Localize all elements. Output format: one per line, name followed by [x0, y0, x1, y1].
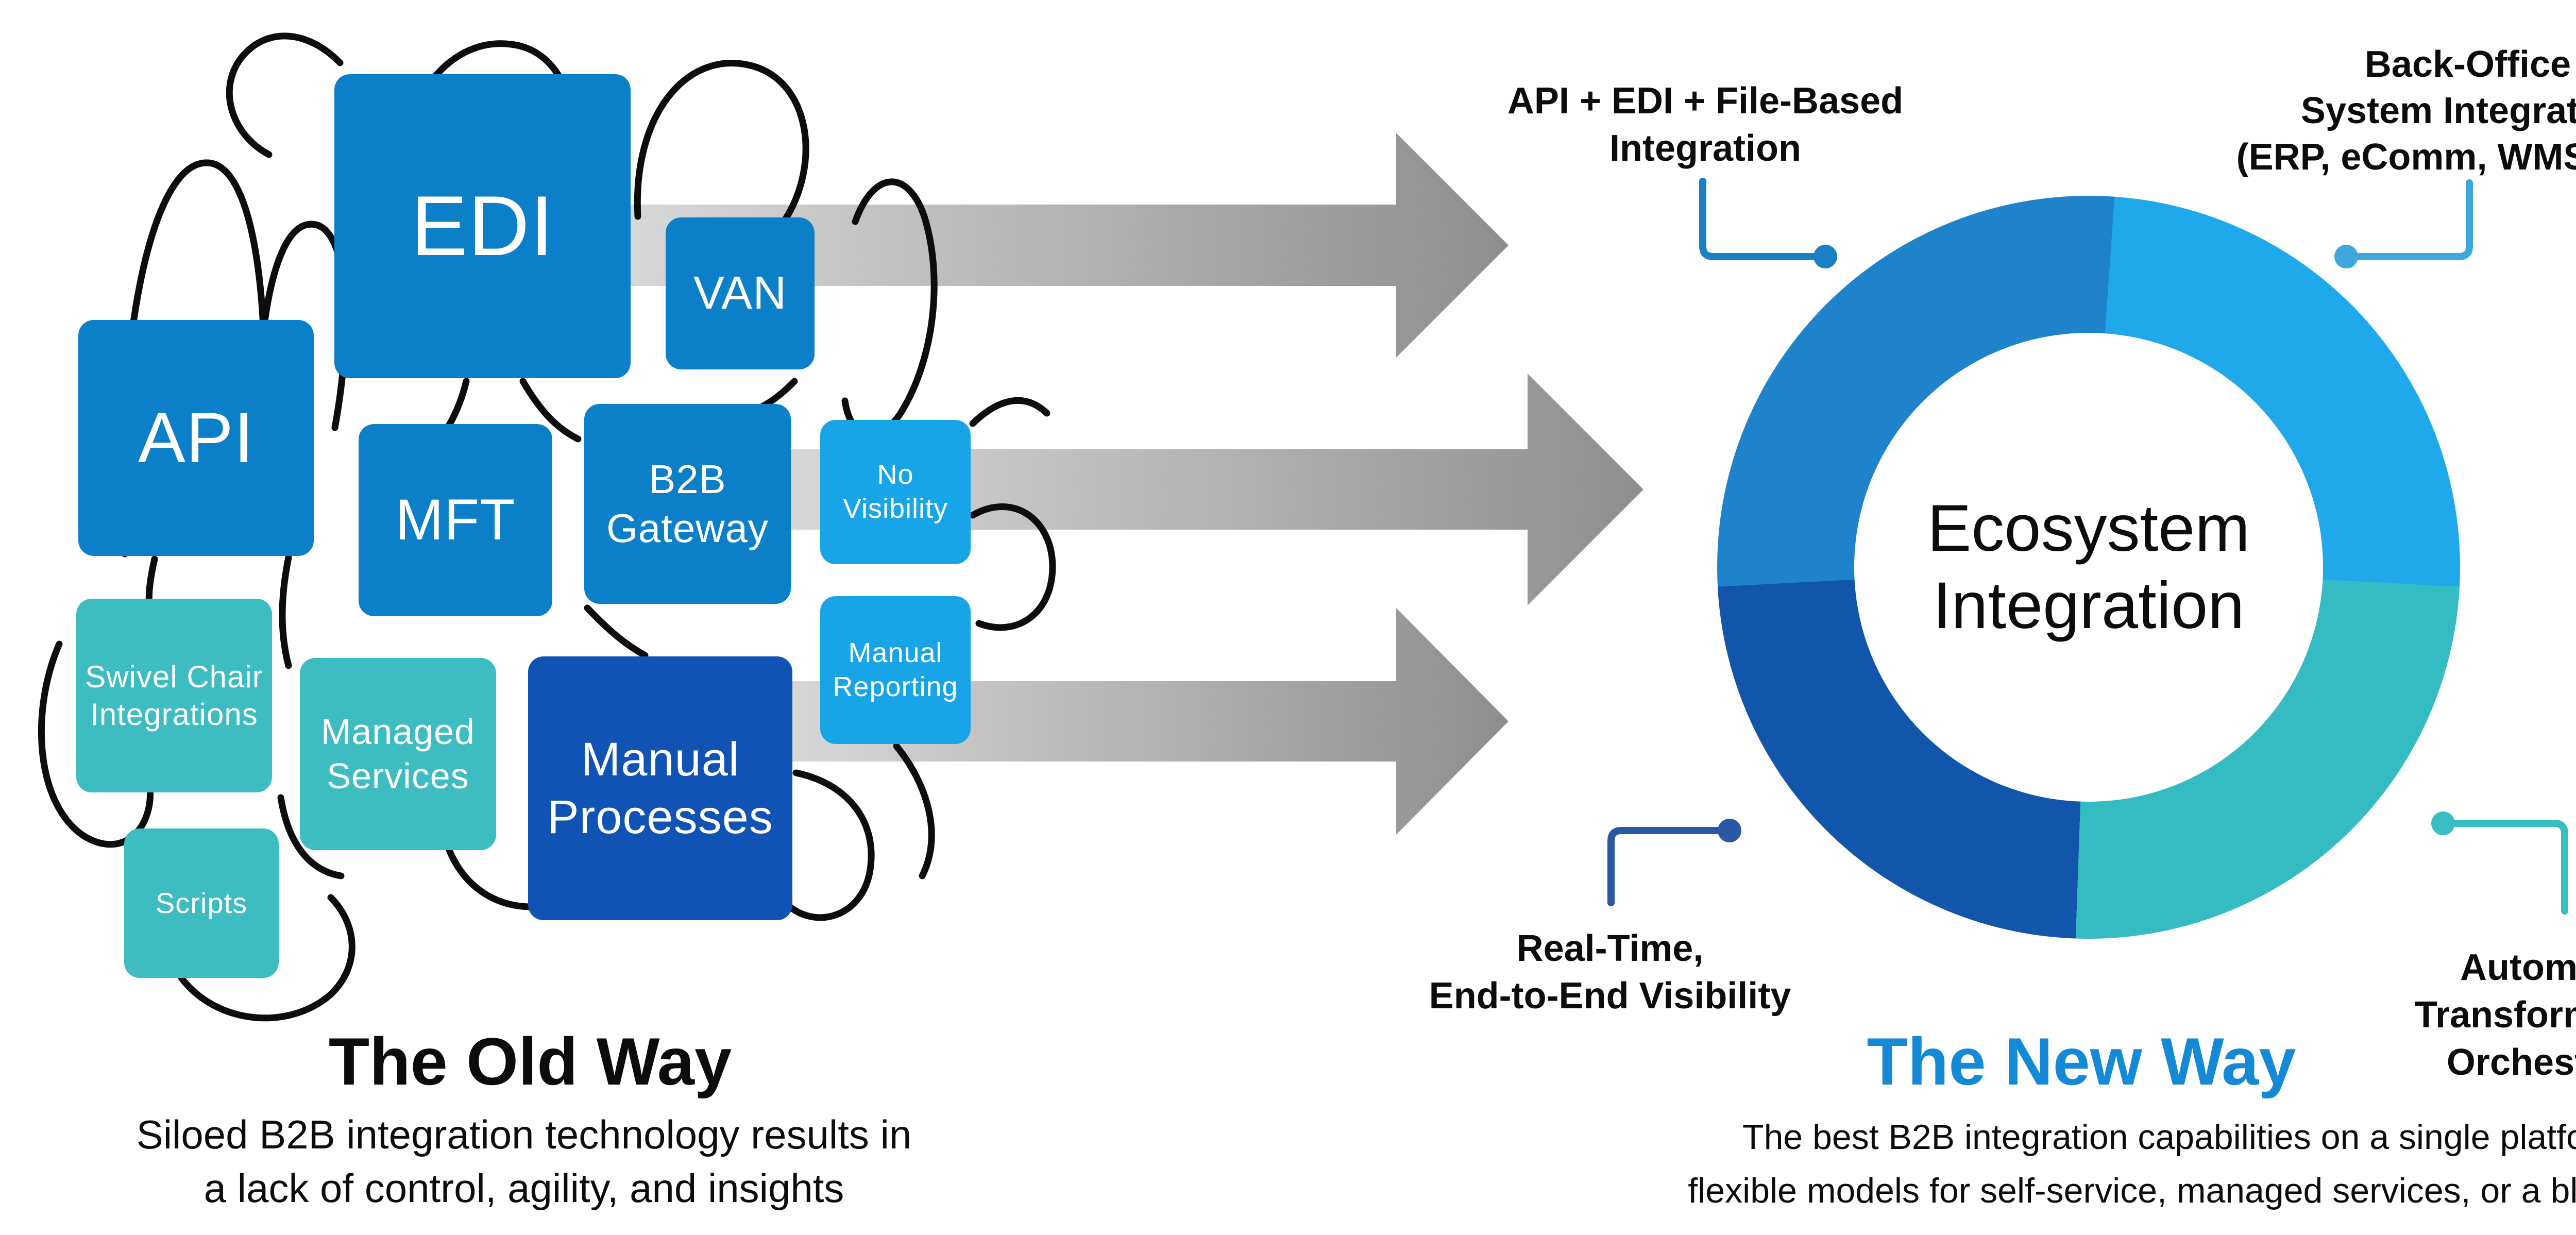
callout-line-text: System Integration	[2300, 90, 2576, 131]
donut-center-label: Ecosystem Integration	[1717, 196, 2460, 939]
callout-line-text: (ERP, eComm, WMS, TMS)	[2236, 137, 2576, 178]
callout-line-text: Transformation &	[2414, 994, 2576, 1036]
box-label: Processes	[547, 791, 773, 843]
box-van: VAN	[666, 217, 815, 369]
callout-line-text: Orchestration	[2446, 1042, 2576, 1083]
ecosystem-integration-donut: Ecosystem Integration	[1717, 196, 2460, 939]
box-manual-processes: Manual Processes	[528, 656, 792, 920]
callout-line-text: Automation,	[2460, 947, 2576, 988]
donut-center-line: Ecosystem	[1927, 492, 2250, 565]
callout-line-text: API + EDI + File-Based	[1507, 80, 1904, 122]
box-api: API	[78, 320, 314, 556]
box-label: VAN	[693, 267, 787, 319]
box-label: MFT	[395, 487, 516, 552]
subtitle-line: The best B2B integration capabilities on…	[1742, 1118, 2576, 1157]
old-way-title: The Old Way	[328, 1024, 732, 1099]
callout-line-text: Real-Time,	[1516, 928, 1704, 969]
box-label: Integrations	[90, 697, 258, 732]
box-label: Managed	[321, 712, 475, 752]
box-mft: MFT	[359, 424, 552, 616]
callout-automation-orchestration: Automation, Transformation & Orchestrati…	[2415, 944, 2576, 1086]
subtitle-line: Siloed B2B integration technology result…	[136, 1112, 912, 1157]
donut-center-line: Integration	[1933, 569, 2245, 642]
box-swivel-chair-integrations: Swivel Chair Integrations	[76, 599, 272, 792]
old-way-subtitle: Siloed B2B integration technology result…	[137, 1108, 912, 1215]
callout-line-text: Back-Office	[2364, 44, 2571, 85]
subtitle-line: flexible models for self-service, manage…	[1688, 1171, 2576, 1210]
box-b2b-gateway: B2B Gateway	[584, 404, 791, 604]
box-label: Gateway	[606, 505, 769, 551]
box-label: B2B	[649, 456, 726, 502]
callout-api-edi-file-based: API + EDI + File-Based Integration	[1507, 77, 1903, 172]
box-label: Reporting	[833, 671, 958, 702]
box-managed-services: Managed Services	[300, 658, 496, 850]
callout-real-time-visibility: Real-Time, End-to-End Visibility	[1429, 925, 1791, 1020]
callout-line-text: Integration	[1609, 128, 1801, 169]
callout-line-text: End-to-End Visibility	[1429, 975, 1791, 1017]
new-way-title: The New Way	[1867, 1024, 2296, 1099]
box-label: EDI	[411, 178, 554, 274]
box-label: Scripts	[155, 886, 248, 919]
box-scripts: Scripts	[124, 828, 279, 978]
box-label: Manual	[848, 637, 943, 668]
box-no-visibility: No Visibility	[820, 420, 971, 564]
box-manual-reporting: Manual Reporting	[820, 596, 971, 744]
new-way-subtitle: The best B2B integration capabilities on…	[1688, 1110, 2576, 1217]
callout-line-bottom-left	[1607, 827, 1721, 906]
box-label: Swivel Chair	[85, 659, 263, 694]
box-label: Services	[327, 755, 469, 796]
box-label: Manual	[581, 733, 740, 786]
box-label: Visibility	[842, 493, 948, 524]
box-edi: EDI	[334, 74, 631, 378]
callout-back-office: Back-Office System Integration (ERP, eCo…	[2236, 41, 2576, 180]
box-label: No	[877, 459, 914, 490]
box-label: API	[138, 398, 255, 478]
callout-line-bottom-right	[2451, 820, 2568, 915]
subtitle-line: a lack of control, agility, and insights	[204, 1165, 844, 1211]
